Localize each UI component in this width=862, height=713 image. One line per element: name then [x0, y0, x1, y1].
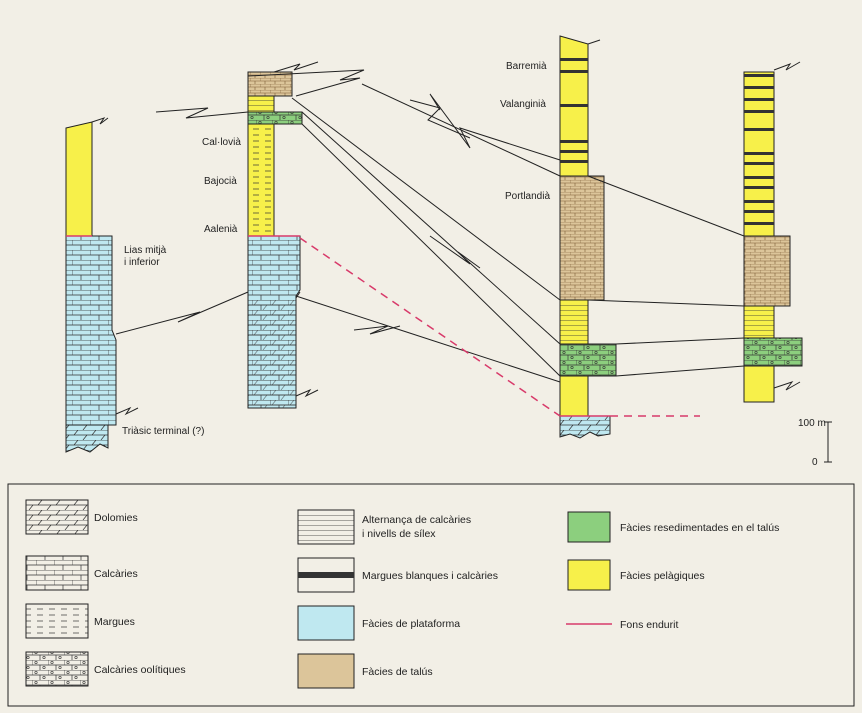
label-lias-2: i inferior — [124, 257, 160, 268]
legend-pelagiques: Fàcies pelàgiques — [620, 570, 705, 582]
legend-calcaries: Calcàries — [94, 568, 138, 580]
marl-bands-col3 — [560, 58, 588, 163]
label-portlandian: Portlandià — [505, 191, 550, 202]
legend-swatch-calcaries — [25, 555, 89, 591]
legend-margues: Margues — [94, 616, 135, 628]
legend-fons: Fons endurit — [620, 619, 678, 631]
legend-alternanca-1: Alternança de calcàries — [362, 514, 471, 526]
label-bajocian: Bajocià — [204, 176, 237, 187]
legend-dolomies: Dolomies — [94, 512, 138, 524]
legend-swatch-talus — [297, 653, 355, 689]
scale-bottom-label: 0 — [812, 457, 818, 468]
legend-swatch-margues — [25, 603, 89, 639]
marl-bands-col4 — [744, 74, 774, 225]
label-valanginian: Valanginià — [500, 99, 546, 110]
stage-labels: Cal·lovià Bajocià Aalenià Lias mitjà i i… — [122, 61, 550, 437]
legend-swatch-alternanca — [297, 509, 355, 545]
label-callovian: Cal·lovià — [202, 137, 241, 148]
legend-alternanca-2: i nivells de sílex — [362, 528, 436, 540]
hardground-line — [299, 237, 700, 417]
label-barremian: Barremià — [506, 61, 547, 72]
legend-swatch-resedimentades — [567, 511, 611, 543]
column-2 — [247, 71, 303, 409]
label-triassic: Triàsic terminal (?) — [122, 426, 204, 437]
scale-top-label: 100 m — [798, 418, 826, 429]
legend-swatch-pelagiques — [567, 559, 611, 591]
legend-plataforma: Fàcies de plataforma — [362, 618, 460, 630]
legend-swatch-oolitiques — [25, 651, 89, 687]
legend-resedimentades: Fàcies resedimentades en el talús — [620, 522, 779, 534]
legend-swatch-dolomies — [25, 499, 89, 535]
legend-talus: Fàcies de talús — [362, 666, 433, 678]
correlation-lines — [91, 39, 801, 416]
label-lias: Lias mitjà — [124, 245, 167, 256]
column-3 — [559, 35, 617, 439]
legend-swatch-plataforma — [297, 605, 355, 641]
legend-margues-blanques: Margues blanques i calcàries — [362, 570, 498, 582]
column-4 — [743, 71, 803, 403]
legend-oolitiques: Calcàries oolítiques — [94, 664, 186, 676]
label-aalenian: Aalenià — [204, 224, 238, 235]
scale-bar: 100 m 0 — [798, 418, 832, 468]
legend: Dolomies Calcàries Margues Calcàries ool… — [7, 483, 855, 707]
column-1 — [65, 121, 117, 453]
